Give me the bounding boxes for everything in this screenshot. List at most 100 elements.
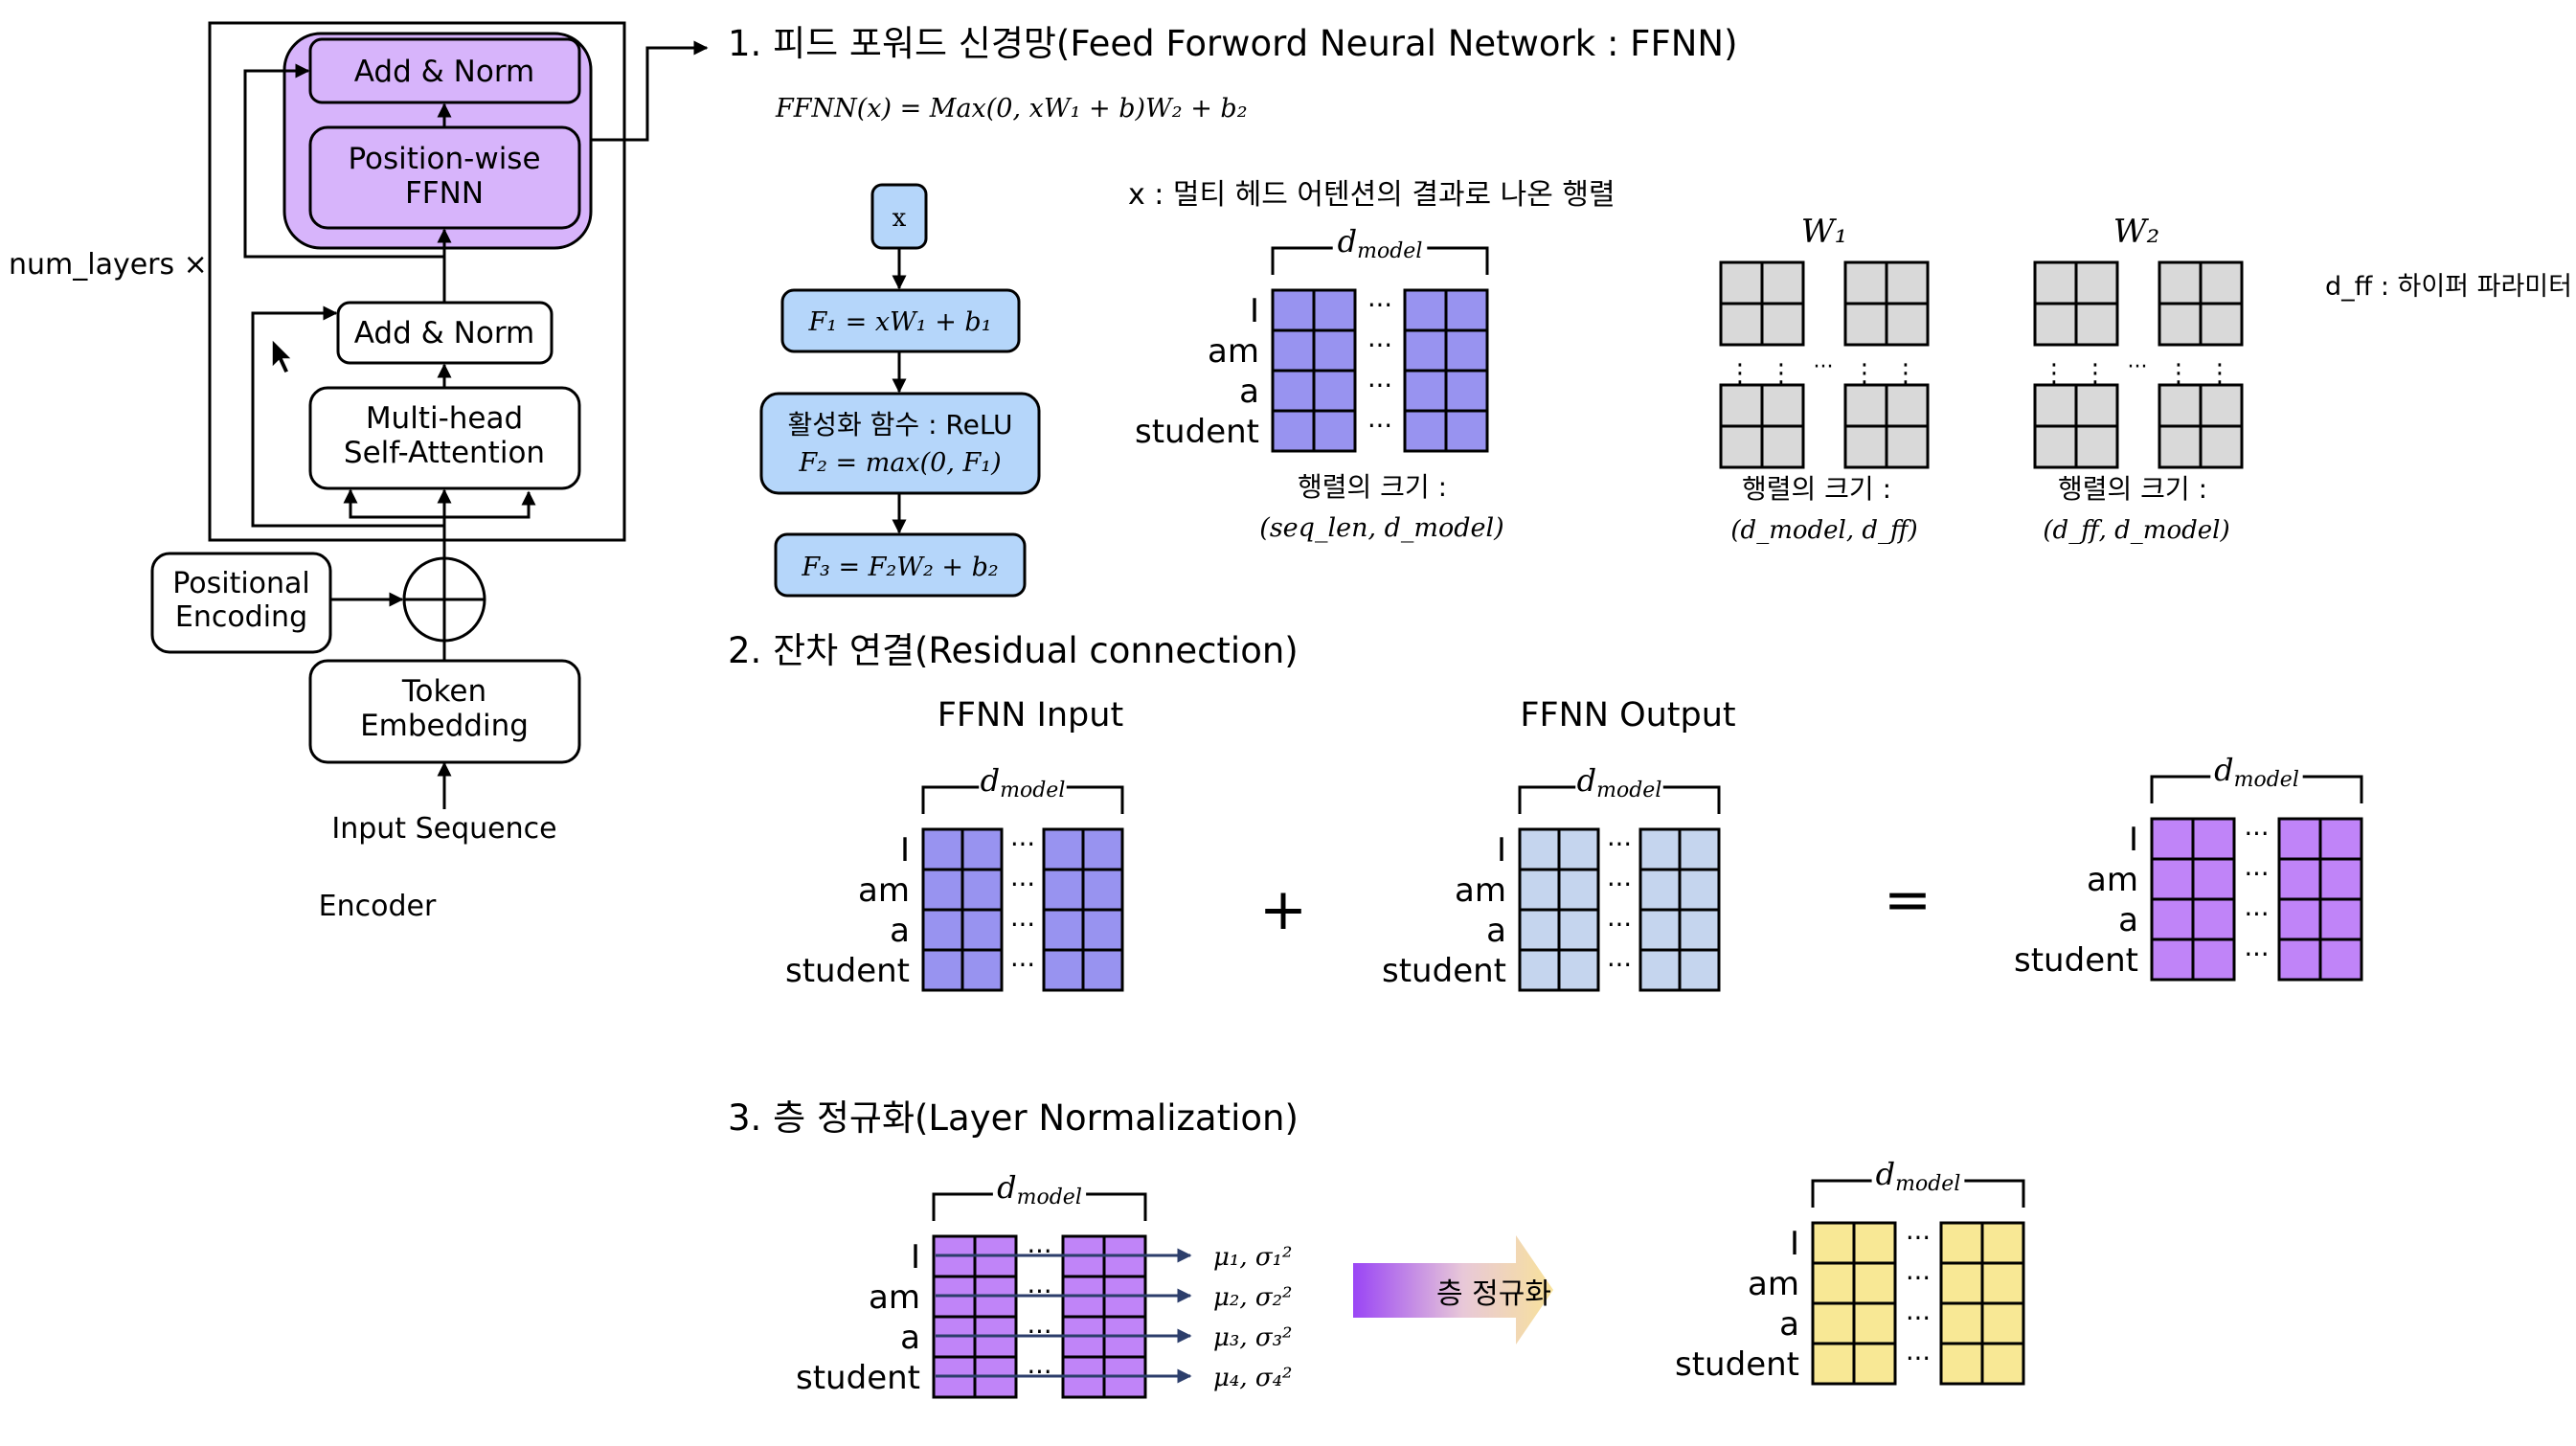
weight-cell [2033, 383, 2078, 428]
matrix-cell [921, 908, 964, 952]
encoder-layer-frame [208, 21, 626, 542]
vertical-ellipsis: ⋮ [1728, 359, 1752, 388]
add-norm-mid-label: Add & Norm [354, 316, 534, 350]
ellipsis: ··· [1906, 1304, 1931, 1334]
add-norm-top-label: Add & Norm [354, 55, 534, 89]
row-label: am [1748, 1265, 1799, 1303]
matrix-cell [2277, 938, 2322, 982]
matrix-cell [2150, 857, 2195, 901]
matrix-cell [2318, 897, 2363, 941]
dim-bracket-right [1086, 1192, 1147, 1221]
dim-bracket-right [1662, 785, 1721, 814]
weight-cell [2158, 260, 2203, 305]
ellipsis: ··· [1607, 951, 1632, 981]
encoder-caption: Encoder [319, 890, 437, 923]
matrix-cell [921, 948, 964, 992]
row-label: I [911, 1238, 920, 1277]
matrix-cell [1980, 1342, 2025, 1386]
flow-f3-box [774, 532, 1027, 598]
matrix-cell [1678, 827, 1721, 871]
mha-label-1: Multi-head [366, 401, 523, 436]
matrix-cell [2318, 938, 2363, 982]
row-label: am [869, 1278, 920, 1317]
ffnn-label-1: Position-wise [348, 142, 540, 176]
section-layernorm: 3. 층 정규화(Layer Normalization) dmodelI···… [728, 1097, 2025, 1399]
matrix-cell [2191, 857, 2236, 901]
matrix-cell [1444, 409, 1489, 453]
matrix-cell [2191, 897, 2236, 941]
encoder-diagram: Add & Norm Position-wise FFNN Add & Norm… [9, 21, 709, 923]
matrix-cell [2191, 817, 2236, 861]
dim-bracket-left [1271, 246, 1333, 275]
ellipsis: ··· [1906, 1344, 1931, 1374]
dim-bracket-left [1518, 785, 1576, 814]
ellipsis: ··· [2245, 900, 2270, 930]
weight-cell [1760, 383, 1805, 428]
weight-cell [1843, 260, 1888, 305]
vertical-ellipsis: ⋮ [1769, 359, 1794, 388]
matrix-cell [1403, 409, 1448, 453]
row-label: am [858, 871, 910, 910]
w1-matrix: ⋮⋮⋮⋮··· [1719, 260, 1930, 469]
mha-label-2: Self-Attention [344, 436, 545, 470]
weight-cell [1885, 302, 1930, 347]
ellipsis: ··· [1028, 1277, 1052, 1307]
w1-size-label: 행렬의 크기 : [1742, 473, 1891, 505]
weight-cell [2199, 424, 2244, 469]
flow-relu-label: 활성화 함수 : ReLU [787, 409, 1012, 441]
vertical-ellipsis: ⋮ [1852, 359, 1877, 388]
ellipsis: ··· [1607, 911, 1632, 940]
matrix-cell [2150, 897, 2195, 941]
weight-cell [1843, 302, 1888, 347]
weight-cell [2199, 260, 2244, 305]
w1-size-value: (d_model, d_ff) [1730, 516, 1917, 545]
dff-note: d_ff : 하이퍼 파라미터 [2325, 272, 2572, 302]
row-label: student [785, 952, 910, 990]
row-stat-label: μ₂, σ₂² [1213, 1283, 1292, 1312]
ffnn-formula: FFNN(x) = Max(0, xW₁ + b)W₂ + b₂ [775, 94, 1248, 124]
matrix-cell [1811, 1301, 1856, 1345]
ellipsis: ··· [1367, 331, 1392, 361]
positional-encoding-box [150, 552, 332, 654]
dim-bracket-left [921, 785, 980, 814]
section3-title: 3. 층 정규화(Layer Normalization) [728, 1097, 1299, 1139]
weight-cell [2033, 260, 2078, 305]
matrix-cell [1638, 908, 1682, 952]
matrix-cell [1312, 328, 1357, 373]
token-label-2: Embedding [360, 709, 529, 743]
row-label: a [1239, 373, 1259, 411]
matrix-cell [2150, 938, 2195, 982]
dim-bracket-right [2302, 775, 2363, 803]
row-label: I [1250, 292, 1259, 330]
row-label: a [1486, 912, 1506, 950]
w1-label: W₁ [1801, 213, 1848, 251]
ellipsis: ··· [1906, 1224, 1931, 1254]
weight-cell [2199, 383, 2244, 428]
matrix-cell [1638, 868, 1682, 912]
weight-cell [2074, 260, 2119, 305]
row-label: a [900, 1319, 920, 1357]
matrix-cell [1980, 1261, 2025, 1305]
matrix-cell [1852, 1221, 1897, 1265]
matrix-cell [1271, 328, 1316, 373]
ellipsis: ··· [1010, 830, 1035, 860]
weight-cell [2033, 302, 2078, 347]
dim-label: dmodel [1577, 762, 1662, 802]
matrix-cell [2277, 897, 2322, 941]
matrix-cell [1081, 827, 1124, 871]
section1-title: 1. 피드 포워드 신경망(Feed Forword Neural Networ… [728, 23, 1738, 64]
matrix-cell [1811, 1221, 1856, 1265]
dim-bracket-left [1811, 1179, 1872, 1208]
matrix-cell [1678, 868, 1721, 912]
matrix-cell [921, 827, 964, 871]
x-matrix-size-value: (seq_len, d_model) [1259, 513, 1503, 543]
vertical-ellipsis: ⋮ [2166, 359, 2191, 388]
weight-cell [2033, 424, 2078, 469]
vertical-ellipsis: ⋮ [2042, 359, 2067, 388]
row-label: a [1779, 1305, 1799, 1344]
